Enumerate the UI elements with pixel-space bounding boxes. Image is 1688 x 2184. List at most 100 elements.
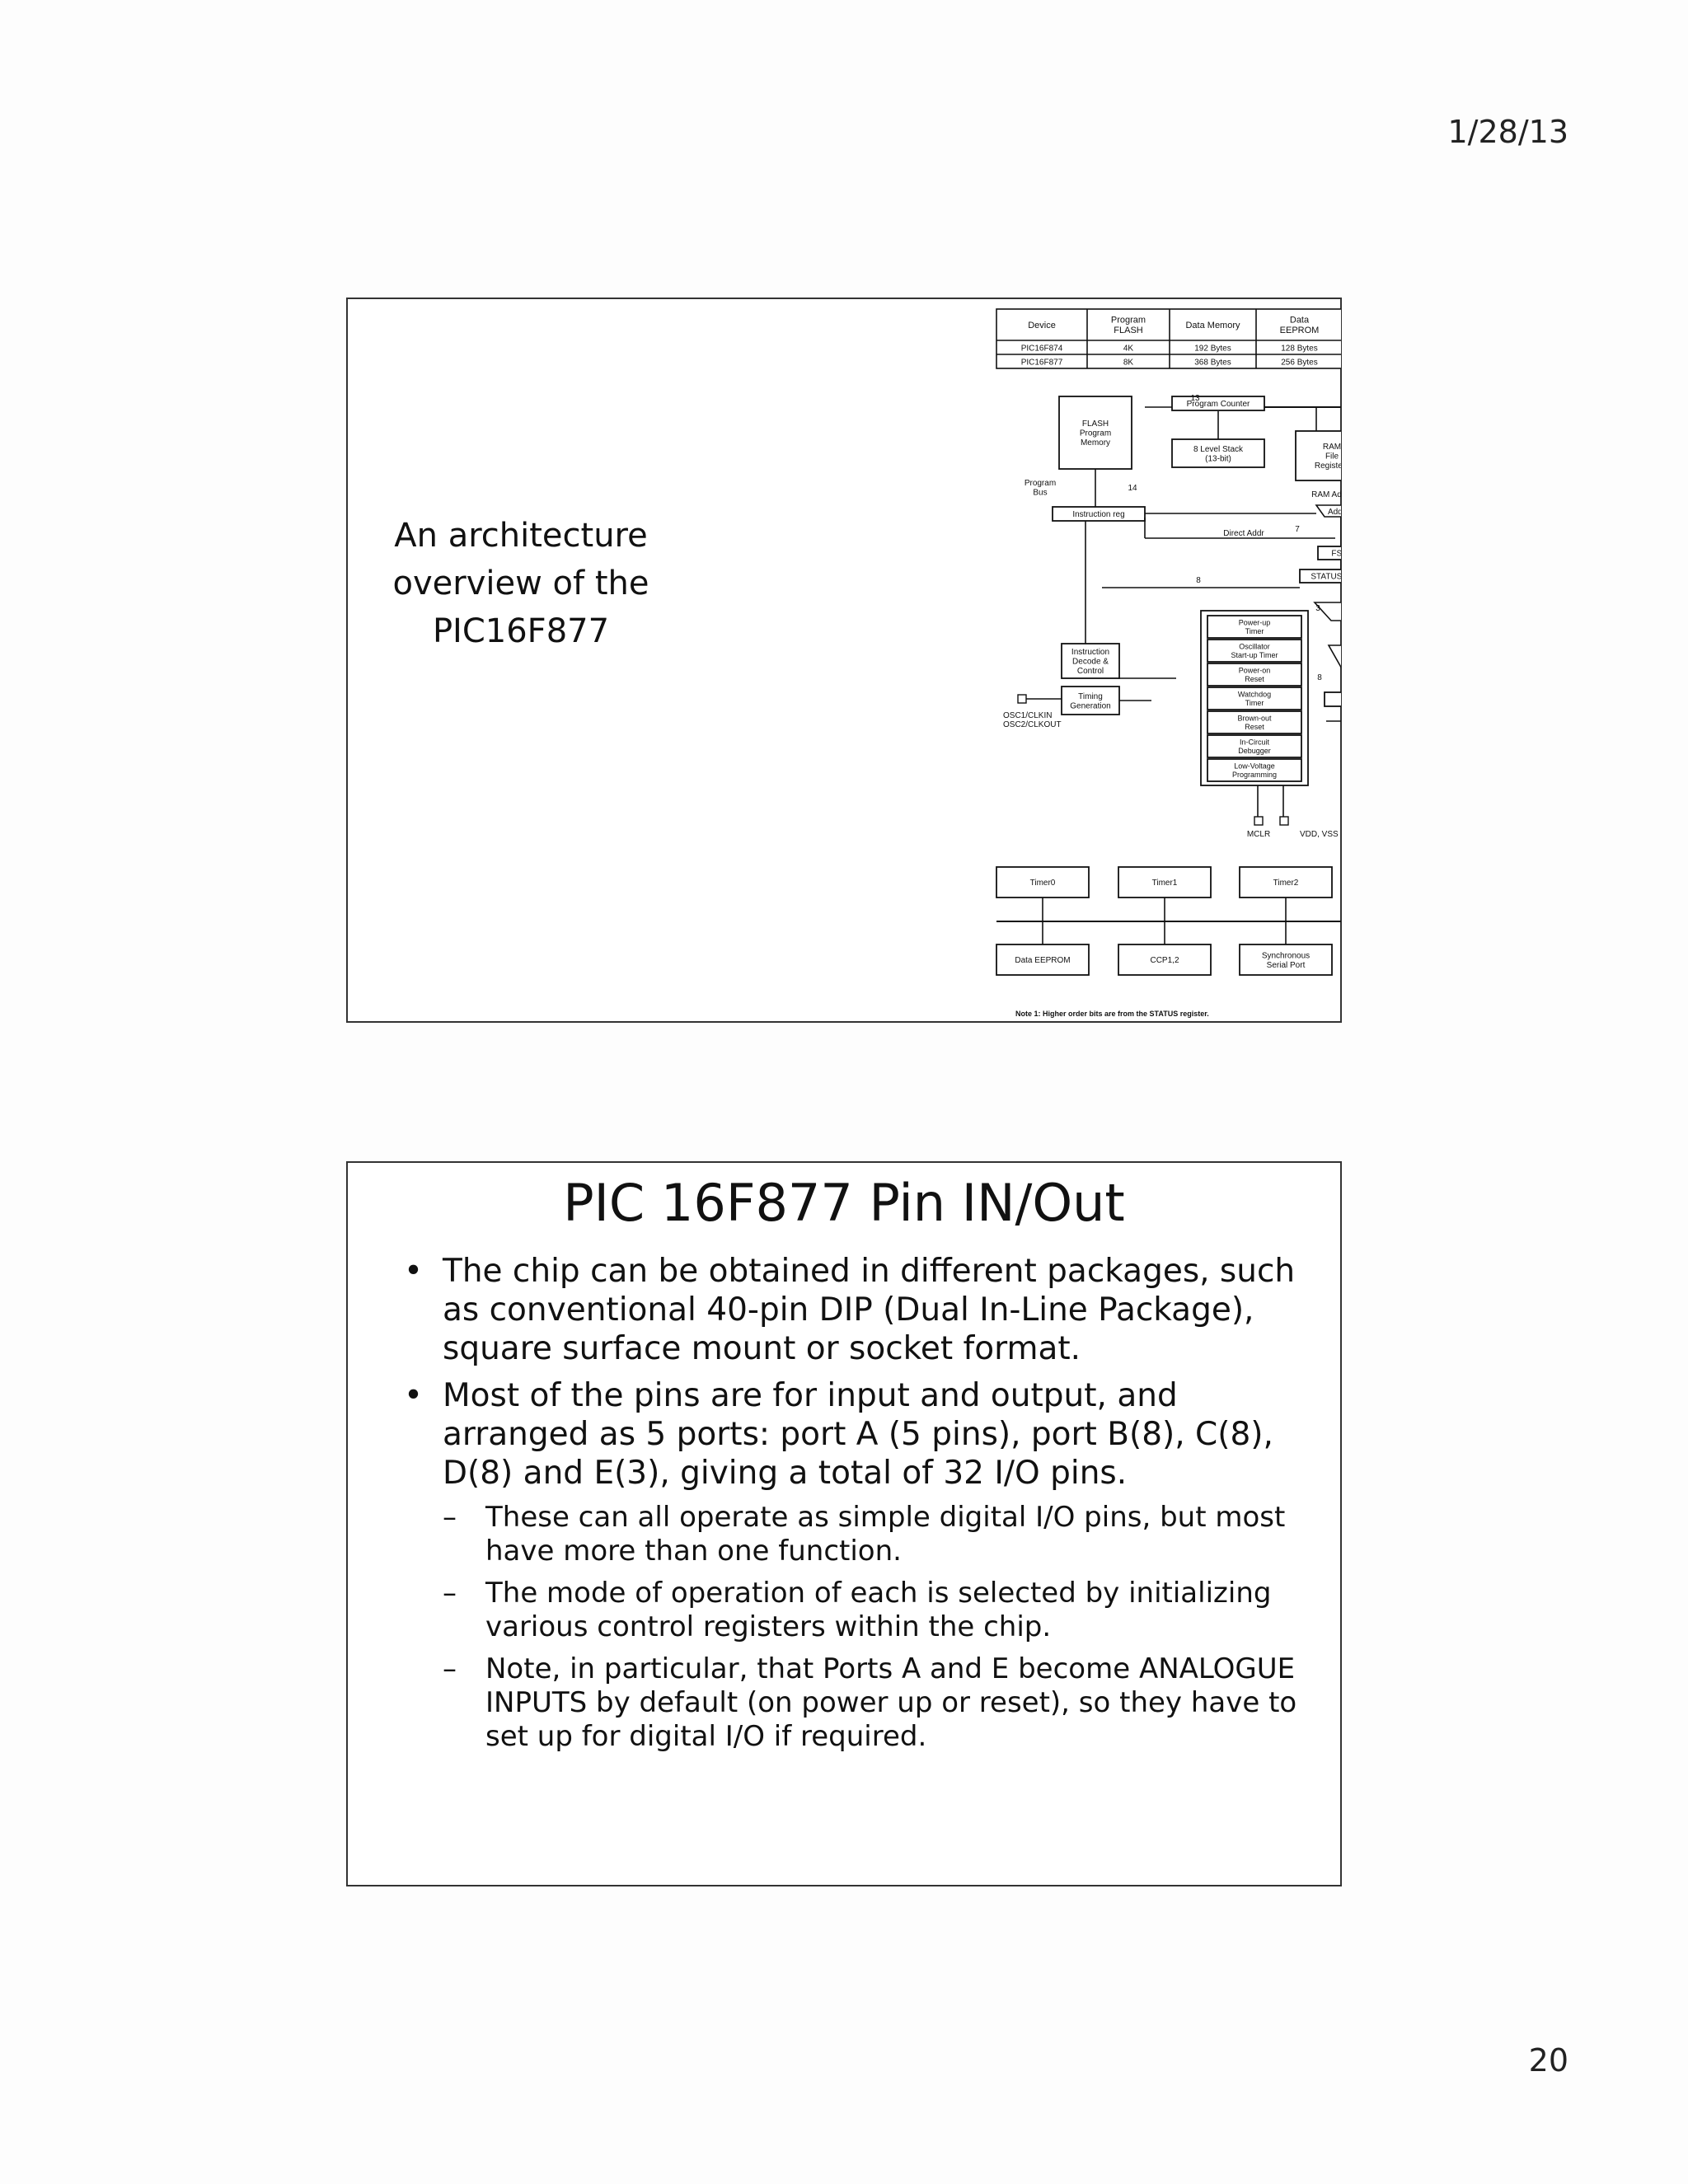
program-bus-label: Bus — [1033, 488, 1047, 497]
table-cell: 128 Bytes — [1281, 344, 1317, 354]
peripheral-block — [1239, 944, 1333, 976]
alu — [1327, 644, 1341, 669]
stack-block — [1171, 438, 1265, 468]
peripheral-block-label: Timer2 — [1273, 879, 1299, 888]
mclr-label: MCLR — [1247, 830, 1270, 839]
bullet-item: The chip can be obtained in different pa… — [397, 1252, 1312, 1368]
stack-block-label: (13-bit) — [1205, 454, 1231, 463]
timer-stack-item — [1207, 615, 1302, 639]
peripheral-block-label: Timer0 — [1030, 879, 1056, 888]
timer-stack-item-label: Brown-out — [1237, 714, 1272, 722]
flash-block-label: Program — [1080, 429, 1111, 438]
vdd-vss-label: VDD, VSS — [1300, 830, 1339, 839]
table-cell: 4K — [1123, 344, 1134, 354]
timer-stack-item-label: Start-up Timer — [1231, 651, 1278, 659]
timer-stack-item — [1207, 639, 1302, 663]
fsr-reg-label: FSR reg — [1331, 550, 1341, 559]
timer-stack-item-label: Reset — [1245, 675, 1264, 683]
bit-width-label: 8 — [1196, 576, 1201, 585]
table-header: Device — [1028, 321, 1056, 330]
table-cell: 192 Bytes — [1194, 344, 1231, 354]
bit-width-label: 7 — [1295, 525, 1300, 534]
table-header: Program — [1111, 316, 1146, 326]
timer-stack-item-label: Watchdog — [1238, 690, 1271, 698]
timer-stack-item-label: Programming — [1232, 771, 1277, 779]
sub-bullet-item: Note, in particular, that Ports A and E … — [397, 1652, 1312, 1754]
table-header: FLASH — [1114, 326, 1143, 335]
timer-stack-item-label: Power-on — [1239, 666, 1271, 674]
bit-width-label: 14 — [1128, 484, 1137, 493]
instruction-decode-label: Control — [1077, 667, 1104, 676]
instruction-decode — [1061, 643, 1120, 679]
osc-pin — [1017, 694, 1027, 704]
timer-stack-item — [1207, 710, 1302, 734]
program-counter — [1171, 396, 1265, 411]
flash-block-label: FLASH — [1082, 419, 1109, 429]
timer-stack-item-label: Oscillator — [1239, 642, 1270, 650]
timing-generation-label: Generation — [1070, 701, 1110, 710]
peripheral-block-label: Synchronous — [1262, 951, 1310, 960]
timing-generation — [1061, 686, 1120, 715]
ram-block-label: RAM — [1323, 443, 1341, 452]
slide-architecture: An architecture overview of the PIC16F87… — [346, 298, 1342, 1023]
peripheral-block-label: Data EEPROM — [1015, 956, 1070, 965]
page-number: 20 — [1528, 2042, 1568, 2079]
timer-stack-item-label: Debugger — [1238, 747, 1271, 755]
sub-bullet-item: These can all operate as simple digital … — [397, 1501, 1312, 1568]
addr-mux-label: Addr MUX — [1328, 508, 1341, 517]
flash-block — [1058, 396, 1132, 470]
w-reg — [1324, 691, 1341, 707]
table-cell: 256 Bytes — [1281, 359, 1317, 368]
timer-stack-item-label: In-Circuit — [1240, 738, 1270, 746]
timer-stack-item-label: Low-Voltage — [1234, 762, 1275, 770]
bullet-list: The chip can be obtained in different pa… — [397, 1252, 1312, 1762]
peripheral-block-label: CCP1,2 — [1150, 956, 1179, 965]
peripheral-block — [996, 866, 1090, 898]
instruction-decode-label: Decode & — [1072, 658, 1109, 667]
table-header: Data — [1290, 316, 1310, 326]
ram-block-label: File — [1325, 452, 1339, 462]
ram-block — [1295, 430, 1341, 481]
timing-generation-label: Timing — [1078, 692, 1103, 701]
diagram-note: Note 1: Higher order bits are from the S… — [1015, 1010, 1209, 1018]
caption-line: PIC16F877 — [432, 612, 610, 650]
timer-stack-item — [1207, 758, 1302, 782]
timer-stack-item — [1207, 687, 1302, 710]
peripheral-block — [1239, 866, 1333, 898]
ram-addr-label: RAM Addr(1) — [1311, 490, 1341, 499]
program-bus-label: Program — [1025, 479, 1056, 488]
stack-block-label: 8 Level Stack — [1193, 445, 1244, 454]
slide-caption: An architecture overview of the PIC16F87… — [364, 512, 678, 655]
sub-bullet-item: The mode of operation of each is selecte… — [397, 1577, 1312, 1644]
bit-width-label: 13 — [1190, 394, 1200, 403]
osc-label: OSC1/CLKIN — [1003, 711, 1052, 720]
timer-stack-item-label: Power-up — [1239, 618, 1271, 626]
direct-addr-label: Direct Addr — [1223, 529, 1264, 538]
timer-stack-item-label: Timer — [1245, 627, 1264, 635]
flash-block-label: Memory — [1081, 438, 1110, 448]
instruction-decode-label: Instruction — [1071, 648, 1109, 657]
table-cell: PIC16F874 — [1021, 344, 1063, 354]
bullet-item: Most of the pins are for input and outpu… — [397, 1376, 1312, 1493]
table-cell: PIC16F877 — [1021, 359, 1063, 368]
caption-line: An architecture — [394, 517, 648, 555]
peripheral-block — [1118, 866, 1212, 898]
header-date: 1/28/13 — [1447, 114, 1569, 150]
bit-width-label: 8 — [1317, 673, 1322, 682]
table-header: EEPROM — [1280, 326, 1320, 335]
mclr-pin — [1254, 816, 1264, 826]
timer-stack-item — [1207, 734, 1302, 758]
fsr-reg — [1317, 546, 1341, 560]
status-reg-label: STATUS reg — [1311, 573, 1341, 582]
ram-block-label: Registers — [1315, 462, 1341, 471]
vdd-pin — [1279, 816, 1289, 826]
table-cell: 368 Bytes — [1194, 359, 1231, 368]
addr-mux — [1315, 504, 1341, 518]
bit-width-label: 3 — [1315, 604, 1320, 613]
instruction-reg-label: Instruction reg — [1072, 510, 1124, 519]
mux — [1313, 602, 1341, 621]
table-cell: 8K — [1123, 359, 1134, 368]
slide-pin-inout: PIC 16F877 Pin IN/Out The chip can be ob… — [346, 1161, 1342, 1886]
table-header: Data Memory — [1185, 321, 1240, 330]
